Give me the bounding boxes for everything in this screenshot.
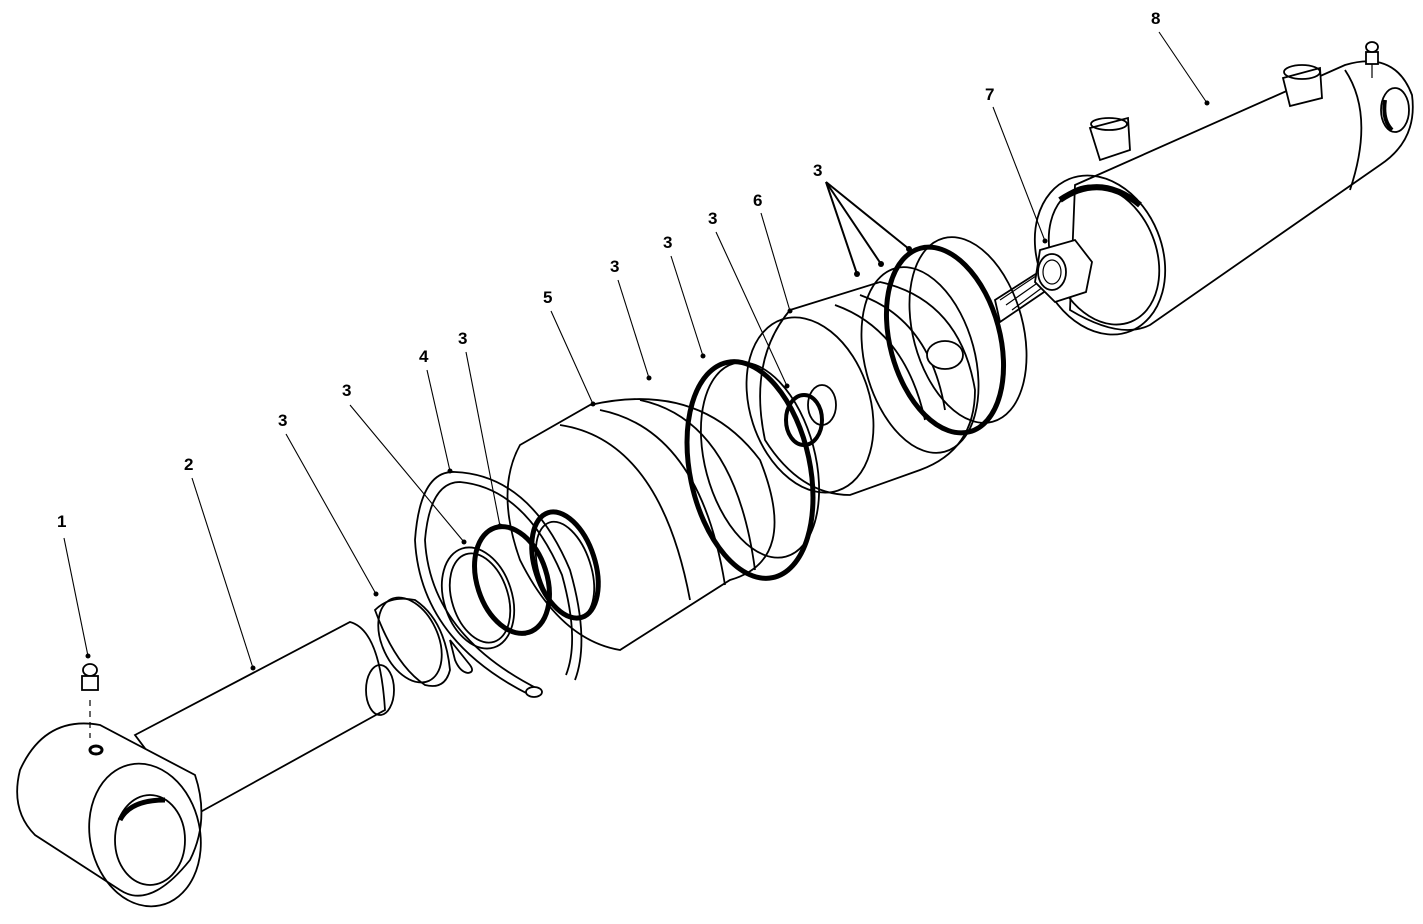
callout-5: 5: [543, 288, 552, 307]
gland-o-rings: [684, 359, 820, 581]
callout-1: 1: [57, 512, 66, 531]
callout-6: 6: [753, 191, 762, 210]
callout-3-piston-inner: 3: [708, 209, 717, 228]
callout-8: 8: [1151, 9, 1160, 28]
snap-ring: [414, 471, 583, 698]
callout-7: 7: [985, 85, 994, 104]
cylinder-barrel: [1033, 41, 1414, 336]
wiper-seal: [373, 596, 451, 687]
piston-rod: [16, 621, 395, 908]
callout-3-piston-seals: 3: [813, 161, 822, 180]
callout-labels: 1 2 3 3 4 3 5 3 3 3 6 3 7 8: [57, 9, 1160, 531]
grease-fitting-barrel: [1365, 41, 1379, 78]
grease-fitting-rod: [81, 663, 99, 738]
piston: [745, 281, 976, 496]
callout-3-backup: 3: [610, 257, 619, 276]
callout-3-seal-ring: 3: [342, 381, 351, 400]
callout-2: 2: [184, 455, 193, 474]
callout-3-wiper: 3: [278, 411, 287, 430]
leader-lines: [63, 31, 1210, 671]
seal-ring: [440, 546, 516, 674]
callout-4: 4: [419, 347, 429, 366]
rod-seal: [472, 524, 552, 636]
callout-3-gland-o-ring: 3: [663, 233, 672, 252]
lock-nut: [993, 238, 1093, 324]
piston-seals: [860, 236, 1028, 454]
callout-3-o-ring: 3: [458, 329, 467, 348]
